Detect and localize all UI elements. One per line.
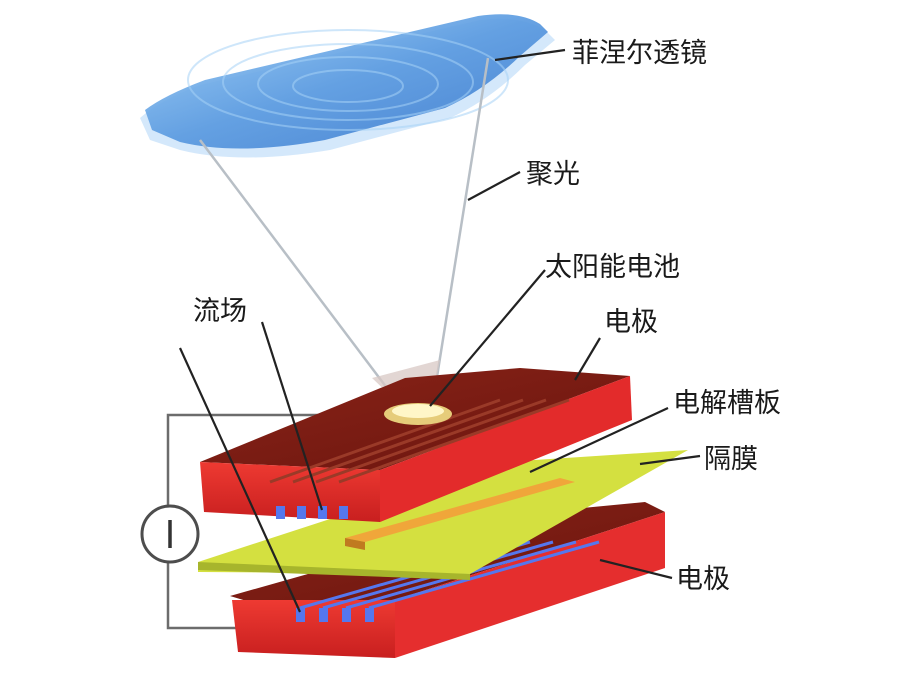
label-fresnel-lens: 菲涅尔透镜 (572, 38, 707, 69)
leader-flow-field-top (260, 321, 324, 511)
leader-electrolyte-plate (529, 407, 669, 473)
leader-fresnel-lens (494, 48, 566, 62)
fresnel-lens (140, 14, 555, 158)
label-electrode-bottom: 电极 (676, 564, 730, 595)
leader-flow-field-bottom (178, 347, 302, 613)
label-solar-cell: 太阳能电池 (545, 252, 680, 283)
label-electrolyte-plate: 电解槽板 (673, 388, 781, 419)
leader-solar-cell (429, 269, 546, 407)
leader-membrane (639, 454, 701, 466)
label-electrode-top: 电极 (604, 307, 658, 338)
leader-electrode-bottom (599, 558, 673, 580)
leader-lines (178, 48, 701, 613)
label-focused-light: 聚光 (526, 159, 580, 190)
ammeter-icon (140, 504, 200, 564)
solar-cell (384, 403, 452, 425)
electrolyte-plate (345, 478, 575, 550)
label-membrane: 隔膜 (704, 444, 758, 475)
leader-electrode-top (574, 337, 601, 381)
label-flow-field: 流场 (193, 296, 247, 327)
leader-focused-light (467, 171, 521, 201)
